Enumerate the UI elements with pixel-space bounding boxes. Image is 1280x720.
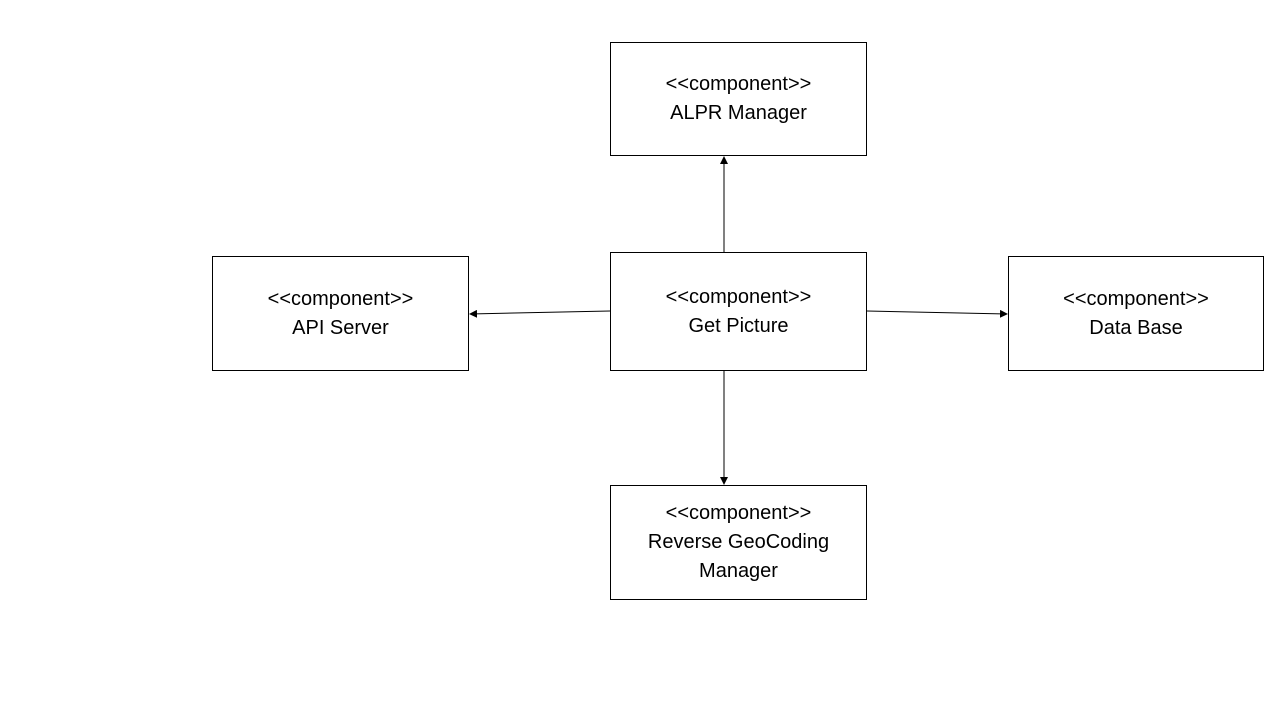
component-alpr-manager[interactable]: <<component>> ALPR Manager bbox=[610, 42, 867, 156]
component-name: Get Picture bbox=[688, 314, 789, 337]
component-name: API Server bbox=[292, 316, 389, 339]
component-stereotype: <<component>> bbox=[665, 502, 812, 524]
component-reverse-geocoding-manager[interactable]: <<component>> Reverse GeoCoding Manager bbox=[610, 485, 867, 600]
component-data-base[interactable]: <<component>> Data Base bbox=[1008, 256, 1264, 371]
component-stereotype: <<component>> bbox=[267, 287, 414, 310]
component-stereotype: <<component>> bbox=[665, 285, 812, 308]
component-name: ALPR Manager bbox=[670, 102, 807, 124]
component-api-server[interactable]: <<component>> API Server bbox=[212, 256, 469, 371]
component-name: Data Base bbox=[1089, 316, 1183, 339]
component-get-picture[interactable]: <<component>> Get Picture bbox=[610, 252, 867, 371]
component-stereotype: <<component>> bbox=[665, 73, 812, 95]
component-name: Reverse GeoCoding Manager bbox=[647, 531, 830, 582]
component-stereotype: <<component>> bbox=[1063, 287, 1209, 310]
edge-get-to-api bbox=[469, 309, 611, 318]
edge-get-to-db bbox=[866, 309, 1008, 318]
